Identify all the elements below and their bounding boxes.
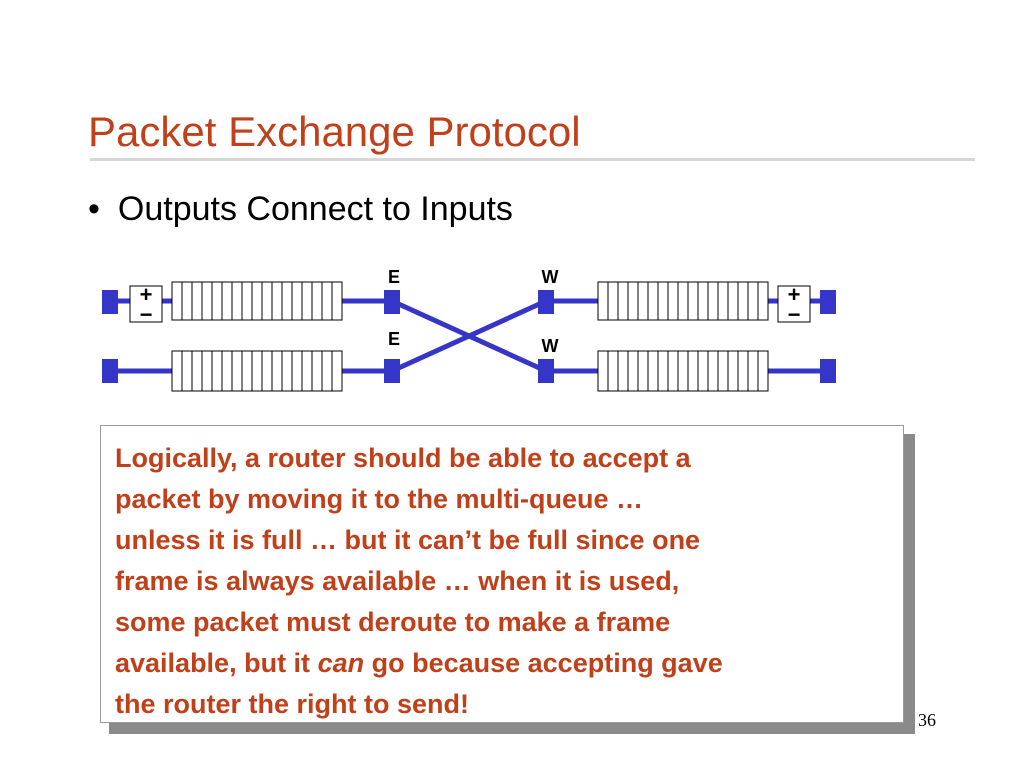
right-minus-sign: − — [788, 302, 801, 327]
port-w-bottom — [538, 359, 554, 383]
right-plus-minus-box — [777, 285, 811, 323]
page-number: 36 — [918, 710, 936, 730]
callout-box: Logically, a router should be able to ac… — [100, 425, 904, 723]
port-right-bottom-outer — [820, 359, 836, 383]
label-w-top: W — [542, 267, 559, 287]
callout-line-6-b: go because accepting gave — [364, 648, 723, 678]
slide-title: Packet Exchange Protocol — [88, 108, 581, 155]
label-e-bottom: E — [388, 329, 400, 349]
queue-right-top — [597, 281, 769, 321]
queue-slot-dividers — [181, 282, 759, 391]
port-right-top-outer — [820, 290, 836, 314]
title-underline — [90, 158, 975, 161]
port-e-top — [384, 290, 400, 314]
bullet-item: • Outputs Connect to Inputs — [88, 190, 513, 229]
callout-emphasis-can: can — [317, 648, 365, 678]
callout-line-6-a: available, but it — [115, 648, 318, 678]
label-w-bottom: W — [542, 336, 559, 356]
callout-line-1: Logically, a router should be able to ac… — [115, 443, 691, 473]
port-w-top — [538, 290, 554, 314]
left-minus-sign: − — [140, 302, 153, 327]
bullet-dot-icon: • — [88, 190, 100, 228]
callout-line-2: packet by moving it to the multi-queue … — [115, 484, 644, 514]
port-e-bottom — [384, 359, 400, 383]
callout-line-4: frame is always available … when it is u… — [115, 566, 680, 596]
left-plus-minus-box — [129, 285, 163, 323]
port-left-bottom-outer — [102, 359, 118, 383]
left-plus-sign: + — [140, 282, 153, 307]
callout-line-7: the router the right to send! — [115, 689, 469, 719]
callout-line-5: some packet must deroute to make a frame — [115, 607, 671, 637]
callout-line-3: unless it is full … but it can’t be full… — [115, 525, 701, 555]
cross-link-bottom-left-to-top-right — [390, 298, 548, 374]
queue-right-bottom — [597, 350, 769, 392]
right-plus-sign: + — [788, 282, 801, 307]
queue-left-top — [171, 281, 343, 321]
label-e-top: E — [388, 267, 400, 287]
port-left-top-outer — [102, 290, 118, 314]
callout-line-6: available, but it can go because accepti… — [115, 643, 889, 684]
bullet-text: Outputs Connect to Inputs — [117, 190, 513, 228]
queue-left-bottom — [171, 350, 343, 392]
